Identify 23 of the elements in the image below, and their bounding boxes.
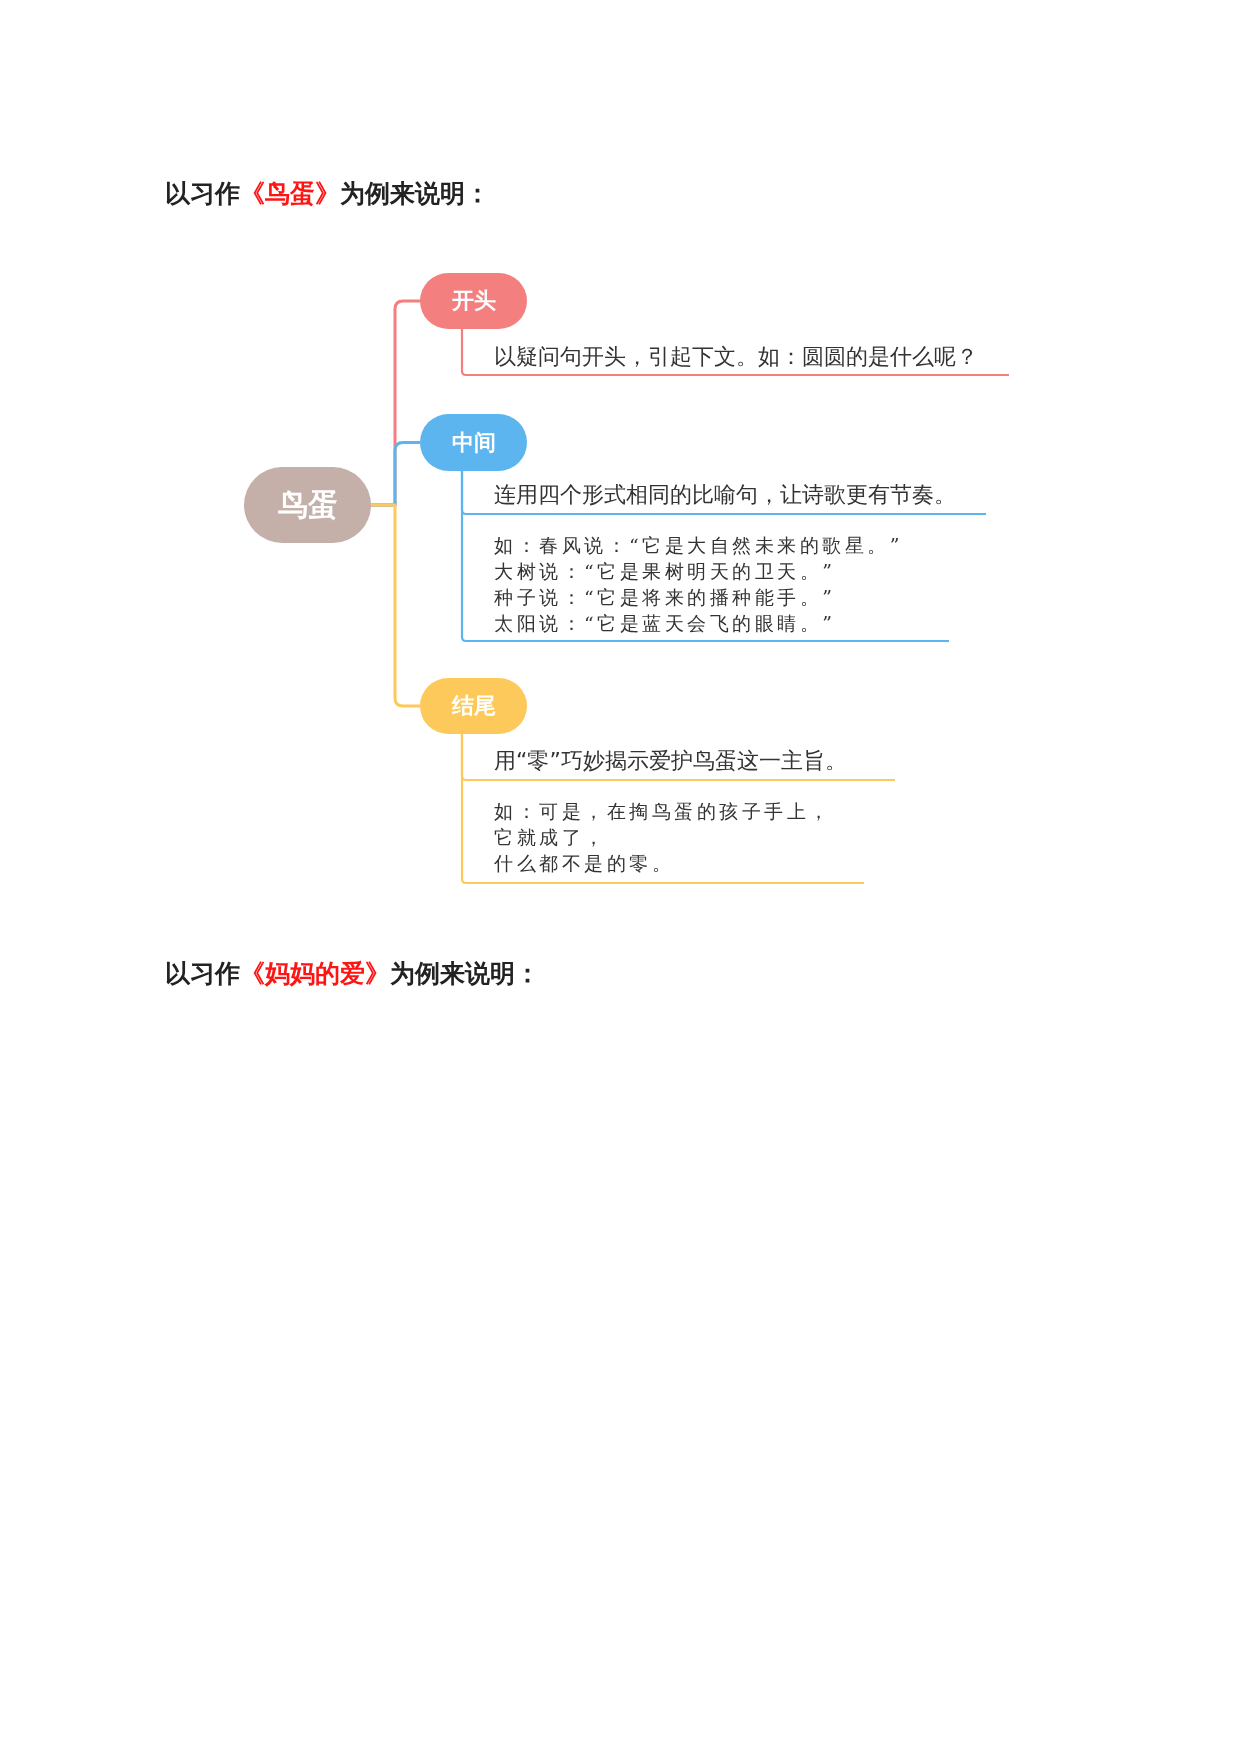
example-line: 大树说：“它是果树明天的卫天。” [494, 559, 837, 584]
example-line: 什么都不是的零。 [494, 851, 675, 876]
underlined-summary: 用“零”巧妙揭示爱护鸟蛋这一主旨。 [466, 744, 895, 781]
essay-title: 《鸟蛋》 [240, 178, 340, 210]
underlined-summary: 以疑问句开头，引起下文。如：圆圆的是什么呢？ [466, 340, 1009, 376]
underlined-summary: 连用四个形式相同的比喻句，让诗歌更有节奏。 [466, 478, 986, 515]
branch-line [460, 329, 467, 377]
example-line: 太阳说：“它是蓝天会飞的眼睛。” [494, 611, 837, 636]
example-line: 种子说：“它是将来的播种能手。” [494, 585, 837, 610]
heading-text: 以习作 [165, 958, 240, 990]
branch-topic-pill: 结尾 [420, 678, 527, 734]
branch-topic-pill: 开头 [420, 273, 527, 329]
heading-text: 为例来说明： [340, 178, 490, 210]
heading-text: 以习作 [165, 178, 240, 210]
example-line: 如：可是，在掏鸟蛋的孩子手上， [494, 799, 833, 824]
branch-line [460, 471, 467, 643]
heading-text: 为例来说明： [390, 958, 540, 990]
essay-title: 《妈妈的爱》 [240, 958, 390, 990]
branch-topic-pill: 中间 [420, 414, 527, 471]
example-line: 它就成了， [494, 825, 608, 850]
central-topic-pill: 鸟蛋 [244, 467, 371, 543]
example-line: 如：春风说：“它是大自然未来的歌星。” [494, 533, 904, 558]
branch-line [460, 734, 467, 885]
